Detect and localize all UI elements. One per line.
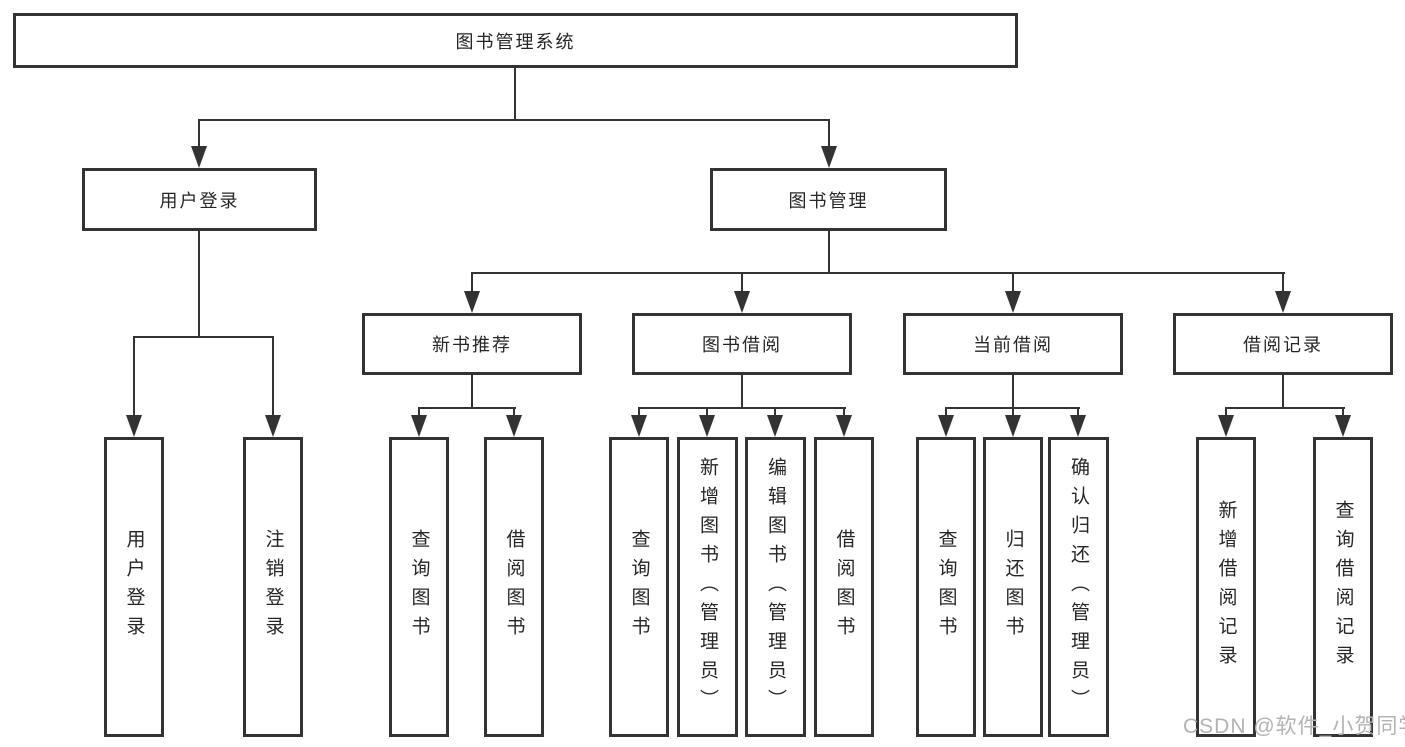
node-user-login: 用户登录 [82,168,317,231]
node-label: 新书推荐 [432,335,512,355]
leaf-add-borrow-record: 新增借阅记录 [1196,437,1256,737]
leaf-label: 查询图书 [628,529,650,645]
leaf-borrow-books: 借阅图书 [484,437,544,737]
edge-line [418,407,420,417]
edge-line [514,68,516,121]
edge-line [513,407,515,417]
leaf-return-books: 归还图书 [983,437,1043,737]
edge-line [638,407,640,417]
edge-line [471,272,473,293]
arrow-down-icon [1275,291,1291,313]
leaf-borrow-books: 借阅图书 [814,437,874,737]
leaf-query-books: 查询图书 [916,437,976,737]
leaf-label: 查询图书 [935,529,957,645]
edge-line [1282,272,1284,293]
edge-line [828,231,830,274]
node-label: 用户登录 [159,190,240,211]
arrow-down-icon [821,146,837,168]
edge-line [741,375,743,409]
edge-line [828,119,830,148]
leaf-label: 新增借阅记录 [1215,500,1237,674]
node-label: 当前借阅 [973,335,1053,355]
edge-line [418,407,516,409]
arrow-down-icon [631,415,647,437]
node-book-management: 图书管理 [710,168,947,231]
node-borrowing-records: 借阅记录 [1173,313,1393,375]
edge-line [1225,407,1227,417]
edge-line [1012,375,1014,409]
leaf-confirm-return-admin: 确认归还（管理员） [1048,437,1109,737]
arrow-down-icon [699,415,715,437]
edge-line [741,272,743,293]
leaf-label: 归还图书 [1002,529,1024,645]
node-label: 图书管理系统 [455,31,576,52]
leaf-label: 查询借阅记录 [1332,500,1354,674]
arrow-down-icon [464,291,480,313]
leaf-user-login: 用户登录 [104,437,164,737]
leaf-label: 注销登录 [262,529,284,645]
arrow-down-icon [1218,415,1234,437]
leaf-label: 借阅图书 [833,529,855,645]
leaf-label: 用户登录 [123,529,145,645]
leaf-add-books-admin: 新增图书（管理员） [677,437,738,737]
node-library-system: 图书管理系统 [13,13,1018,68]
edge-line [133,336,274,338]
csdn-watermark: CSDN @软件_小贺同学 [1183,715,1405,738]
leaf-label: 借阅图书 [503,529,525,645]
edge-line [198,119,830,121]
edge-line [774,407,776,417]
arrow-down-icon [1070,415,1086,437]
leaf-label: 查询图书 [408,529,430,645]
leaf-query-books: 查询图书 [609,437,669,737]
edge-line [1282,375,1284,409]
leaf-edit-books-admin: 编辑图书（管理员） [745,437,806,737]
edge-line [706,407,708,417]
leaf-label: 新增图书（管理员） [697,456,718,718]
node-current-borrowing: 当前借阅 [903,313,1123,375]
arrow-down-icon [506,415,522,437]
arrow-down-icon [767,415,783,437]
arrow-down-icon [126,415,142,437]
arrow-down-icon [411,415,427,437]
leaf-label: 确认归还（管理员） [1068,456,1089,718]
arrow-down-icon [1005,415,1021,437]
arrow-down-icon [1335,415,1351,437]
arrow-down-icon [1005,291,1021,313]
edge-line [843,407,845,417]
leaf-query-borrow-record: 查询借阅记录 [1313,437,1373,737]
node-label: 图书借阅 [702,335,782,355]
leaf-query-books: 查询图书 [389,437,449,737]
node-new-book-recommend: 新书推荐 [362,313,582,375]
edge-line [945,407,947,417]
edge-line [1012,407,1014,417]
edge-line [133,336,135,417]
node-label: 借阅记录 [1243,335,1323,355]
node-label: 图书管理 [788,190,869,211]
arrow-down-icon [265,415,281,437]
edge-line [198,119,200,148]
edge-line [1077,407,1079,417]
arrow-down-icon [191,146,207,168]
node-book-borrowing: 图书借阅 [632,313,852,375]
edge-line [198,231,200,338]
arrow-down-icon [938,415,954,437]
leaf-label: 编辑图书（管理员） [765,456,786,718]
edge-line [471,375,473,409]
edge-line [1342,407,1344,417]
arrow-down-icon [836,415,852,437]
arrow-down-icon [734,291,750,313]
edge-line [471,272,1285,274]
edge-line [272,336,274,417]
edge-line [638,407,846,409]
edge-line [1225,407,1345,409]
edge-line [1012,272,1014,293]
leaf-logout: 注销登录 [243,437,303,737]
